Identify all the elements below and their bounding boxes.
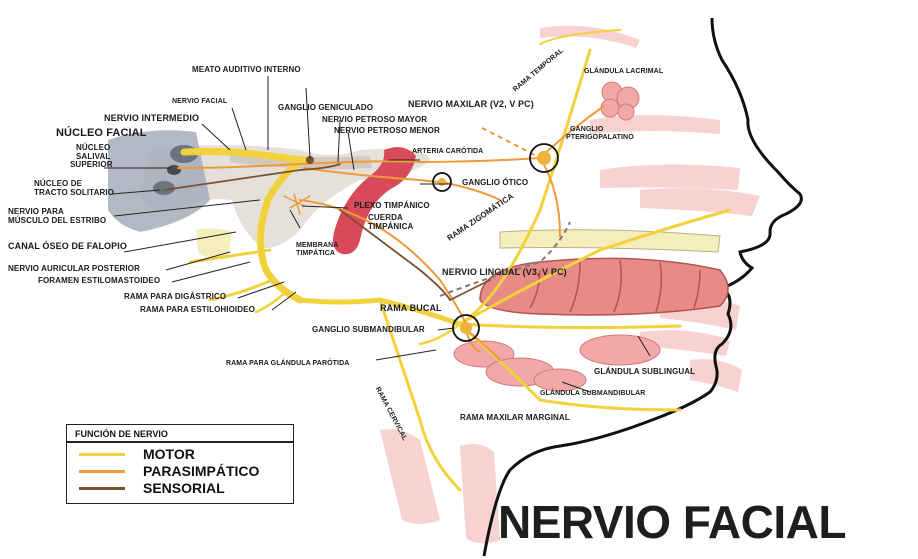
label-nucleo-facial: NÚCLEO FACIAL bbox=[56, 128, 147, 140]
label-musculo-estribo: NERVIO PARA MÚSCULO DEL ESTRIBO bbox=[8, 208, 106, 225]
label-nucleo-salival-line3: SUPERIOR bbox=[68, 161, 113, 170]
label-membrana-line2: TIMPÁTICA bbox=[296, 250, 338, 258]
label-membrana-timpatica: MEMBRANA TIMPÁTICA bbox=[296, 242, 338, 257]
legend-label-sensory: SENSORIAL bbox=[143, 480, 225, 496]
label-cuerda-timpanica: CUERDA TIMPÁNICA bbox=[368, 214, 413, 231]
label-auricular-posterior: NERVIO AURICULAR POSTERIOR bbox=[8, 265, 140, 274]
label-cuerda-line2: TIMPÁNICA bbox=[368, 223, 413, 232]
label-arteria-carotida: ARTERIA CARÓTIDA bbox=[412, 148, 483, 156]
label-ganglio-otico: GANGLIO ÓTICO bbox=[462, 179, 528, 188]
label-nucleo-tracto: NÚCLEO DE TRACTO SOLITARIO bbox=[34, 180, 114, 197]
legend-divider bbox=[67, 441, 293, 443]
salivary-glands bbox=[454, 335, 660, 391]
label-petroso-mayor: NERVIO PETROSO MAYOR bbox=[322, 116, 427, 125]
label-musculo-estribo-line2: MÚSCULO DEL ESTRIBO bbox=[8, 217, 106, 226]
label-plexo-timpanico: PLEXO TIMPÁNICO bbox=[354, 202, 430, 211]
legend-swatch-motor bbox=[79, 453, 125, 456]
label-meato: MEATO AUDITIVO INTERNO bbox=[192, 66, 301, 75]
label-rama-maxilar-marginal: RAMA MAXILAR MARGINAL bbox=[460, 414, 570, 423]
legend-label-parasympathetic: PARASIMPÁTICO bbox=[143, 463, 259, 479]
label-nervio-facial-top: NERVIO FACIAL bbox=[172, 98, 227, 106]
label-ganglio-geniculado: GANGLIO GENICULADO bbox=[278, 104, 373, 113]
legend-label-motor: MOTOR bbox=[143, 446, 195, 462]
label-glandula-lacrimal: GLÁNDULA LACRIMAL bbox=[584, 68, 663, 76]
label-rama-digastrico: RAMA PARA DIGÁSTRICO bbox=[124, 293, 226, 302]
legend-swatch-sensory bbox=[79, 487, 125, 490]
label-rama-estilohioideo: RAMA PARA ESTILOHIOIDEO bbox=[140, 306, 255, 315]
legend-swatch-parasympathetic bbox=[79, 470, 125, 473]
label-ganglio-pterigopalatino: GANGLIO PTERIGOPALATINO bbox=[566, 126, 634, 141]
label-nervio-lingual: NERVIO LINGUAL (V3, V PC) bbox=[442, 268, 567, 278]
label-membrana-line1: MEMBRANA bbox=[296, 242, 338, 250]
label-foramen: FORAMEN ESTILOMASTOIDEO bbox=[38, 277, 160, 286]
label-nervio-intermedio: NERVIO INTERMEDIO bbox=[104, 114, 199, 124]
page-title: NERVIO FACIAL bbox=[498, 495, 846, 549]
label-nucleo-salival: NÚCLEO SALIVAL SUPERIOR bbox=[68, 144, 113, 170]
brainstem bbox=[108, 130, 210, 232]
label-rama-parotida: RAMA PARA GLÁNDULA PARÓTIDA bbox=[226, 360, 349, 368]
label-ganglio-ptg-line2: PTERIGOPALATINO bbox=[566, 134, 634, 142]
label-glandula-submandibular: GLÁNDULA SUBMANDIBULAR bbox=[540, 390, 645, 398]
label-canal-falopio: CANAL ÓSEO DE FALOPIO bbox=[8, 242, 127, 252]
zygomatic-bar bbox=[500, 230, 720, 252]
label-ganglio-ptg-line1: GANGLIO bbox=[566, 126, 634, 134]
legend-title: FUNCIÓN DE NERVIO bbox=[75, 429, 168, 439]
legend: FUNCIÓN DE NERVIO MOTOR PARASIMPÁTICO SE… bbox=[66, 424, 294, 504]
label-maxilar: NERVIO MAXILAR (V2, V PC) bbox=[408, 100, 534, 110]
label-glandula-sublingual: GLÁNDULA SUBLINGUAL bbox=[594, 368, 695, 377]
label-petroso-menor: NERVIO PETROSO MENOR bbox=[334, 127, 440, 136]
label-nucleo-tracto-line2: TRACTO SOLITARIO bbox=[34, 189, 114, 198]
label-rama-bucal: RAMA BUCAL bbox=[380, 304, 442, 314]
lacrimal-gland bbox=[601, 82, 639, 120]
label-ganglio-submandibular: GANGLIO SUBMANDIBULAR bbox=[312, 326, 425, 335]
